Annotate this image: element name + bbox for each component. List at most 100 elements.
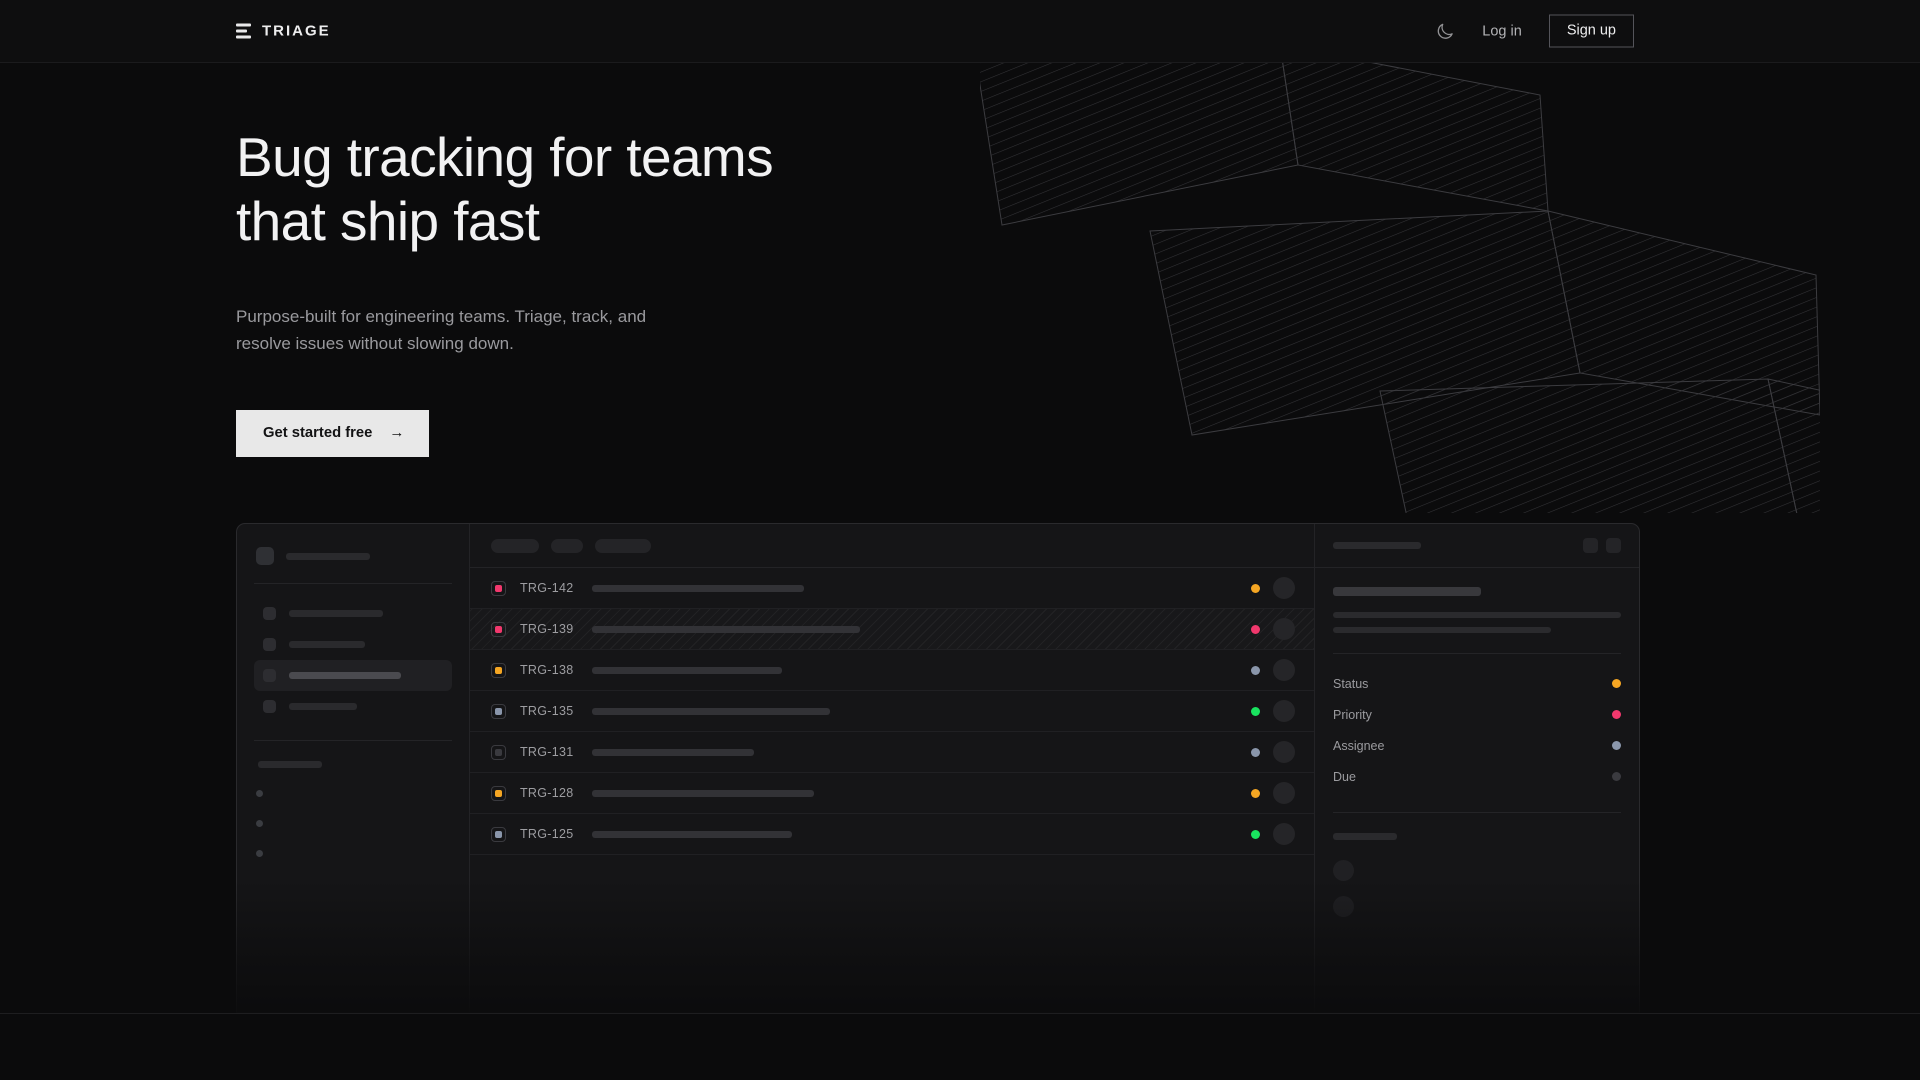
detail-description-skeleton [1333, 612, 1621, 633]
priority-icon [491, 826, 506, 842]
status-badge [1251, 624, 1260, 634]
sidebar-mini-icon [256, 789, 263, 797]
sidebar-item-label-skeleton [289, 641, 365, 648]
filter-chip[interactable] [491, 538, 539, 553]
priority-icon [491, 744, 506, 760]
issue-id: TRG-135 [520, 704, 574, 718]
moon-icon[interactable] [1435, 21, 1455, 41]
issue-id: TRG-138 [520, 663, 574, 677]
table-row[interactable]: TRG-139 [470, 609, 1314, 650]
table-row[interactable]: TRG-142 [470, 568, 1314, 609]
page-divider [0, 1013, 1920, 1014]
issue-id: TRG-131 [520, 745, 574, 759]
table-row[interactable]: TRG-138 [470, 650, 1314, 691]
detail-footer [1315, 827, 1639, 924]
meta-value-dot [1612, 772, 1621, 781]
sidebar-item-label-skeleton [289, 703, 357, 710]
row-meta [1251, 618, 1295, 640]
priority-icon [491, 621, 506, 637]
avatar [1273, 741, 1295, 763]
sidebar-mini-item[interactable] [256, 838, 450, 868]
sidebar-item-2[interactable] [254, 660, 452, 691]
detail-title-skeleton [1333, 542, 1421, 549]
sidebar-mini-item[interactable] [256, 808, 450, 838]
status-badge [1251, 583, 1260, 593]
activity-row [1333, 852, 1621, 888]
meta-row-due[interactable]: Due [1333, 761, 1621, 792]
detail-action-button[interactable] [1606, 538, 1621, 553]
detail-divider-bottom [1333, 812, 1621, 813]
table-row[interactable]: TRG-131 [470, 732, 1314, 773]
activity-avatars [1333, 852, 1621, 924]
sidebar-item-0[interactable] [254, 598, 452, 629]
sidebar-item-icon [263, 638, 276, 651]
sidebar-divider-bottom [254, 740, 452, 741]
sidebar-item-icon [263, 607, 276, 620]
issue-id: TRG-142 [520, 581, 574, 595]
issue-id: TRG-125 [520, 827, 574, 841]
row-meta [1251, 700, 1295, 722]
table-row[interactable]: TRG-128 [470, 773, 1314, 814]
issue-title-skeleton [592, 748, 754, 756]
description-line-skeleton [1333, 612, 1621, 618]
description-line-skeleton [1333, 627, 1551, 633]
issue-id: TRG-128 [520, 786, 574, 800]
priority-icon [491, 785, 506, 801]
workspace-avatar [256, 547, 274, 565]
sidebar-item-1[interactable] [254, 629, 452, 660]
signup-button[interactable]: Sign up [1548, 14, 1634, 48]
meta-value-dot [1612, 679, 1621, 688]
issue-title-skeleton [592, 830, 792, 838]
workspace-name-skeleton [286, 552, 370, 560]
issue-title-skeleton [592, 707, 830, 715]
sidebar-item-label-skeleton [289, 610, 383, 617]
arrow-right-icon: → [389, 424, 405, 442]
sidebar-secondary-section [254, 755, 452, 868]
issue-title-skeleton [592, 666, 782, 674]
brand-logo[interactable]: TRIAGE [236, 23, 331, 40]
sidebar-item-icon [263, 700, 276, 713]
filter-chip[interactable] [595, 538, 651, 553]
avatar [1273, 659, 1295, 681]
row-meta [1251, 659, 1295, 681]
detail-heading-skeleton [1333, 587, 1481, 596]
row-meta [1251, 782, 1295, 804]
table-row[interactable]: TRG-125 [470, 814, 1314, 855]
hero-copy: Bug tracking for teams that ship fast Pu… [236, 126, 996, 457]
workspace-switcher[interactable] [254, 541, 452, 565]
avatar [1273, 823, 1295, 845]
sidebar-mini-icon [256, 849, 263, 857]
site-header: TRIAGE Log in Sign up [0, 0, 1920, 63]
issue-list-toolbar [470, 524, 1314, 568]
meta-value-dot [1612, 710, 1621, 719]
meta-row-status[interactable]: Status [1333, 668, 1621, 699]
hero-section: Bug tracking for teams that ship fast Pu… [0, 63, 1920, 513]
sidebar-mini-icon [256, 819, 263, 827]
triage-logo-icon [236, 23, 251, 39]
priority-icon [491, 662, 506, 678]
page-title: Bug tracking for teams that ship fast [236, 126, 774, 252]
mockup-sidebar [237, 524, 470, 1012]
table-row[interactable]: TRG-135 [470, 691, 1314, 732]
get-started-button[interactable]: Get started free → [236, 409, 430, 457]
avatar [1333, 859, 1354, 881]
detail-action-button[interactable] [1583, 538, 1598, 553]
sidebar-mini-item[interactable] [256, 778, 450, 808]
status-badge [1251, 706, 1260, 716]
brand-name: TRIAGE [262, 22, 331, 40]
sidebar-item-3[interactable] [254, 691, 452, 722]
sidebar-divider-top [254, 583, 452, 584]
row-meta [1251, 823, 1295, 845]
avatar [1273, 618, 1295, 640]
sidebar-section-label-skeleton [258, 761, 322, 768]
meta-label: Assignee [1333, 738, 1385, 753]
cta-label: Get started free [263, 424, 373, 441]
filter-chip[interactable] [551, 538, 583, 553]
issue-id: TRG-139 [520, 622, 574, 636]
login-link[interactable]: Log in [1482, 23, 1522, 39]
meta-row-assignee[interactable]: Assignee [1333, 730, 1621, 761]
status-badge [1251, 788, 1260, 798]
meta-row-priority[interactable]: Priority [1333, 699, 1621, 730]
